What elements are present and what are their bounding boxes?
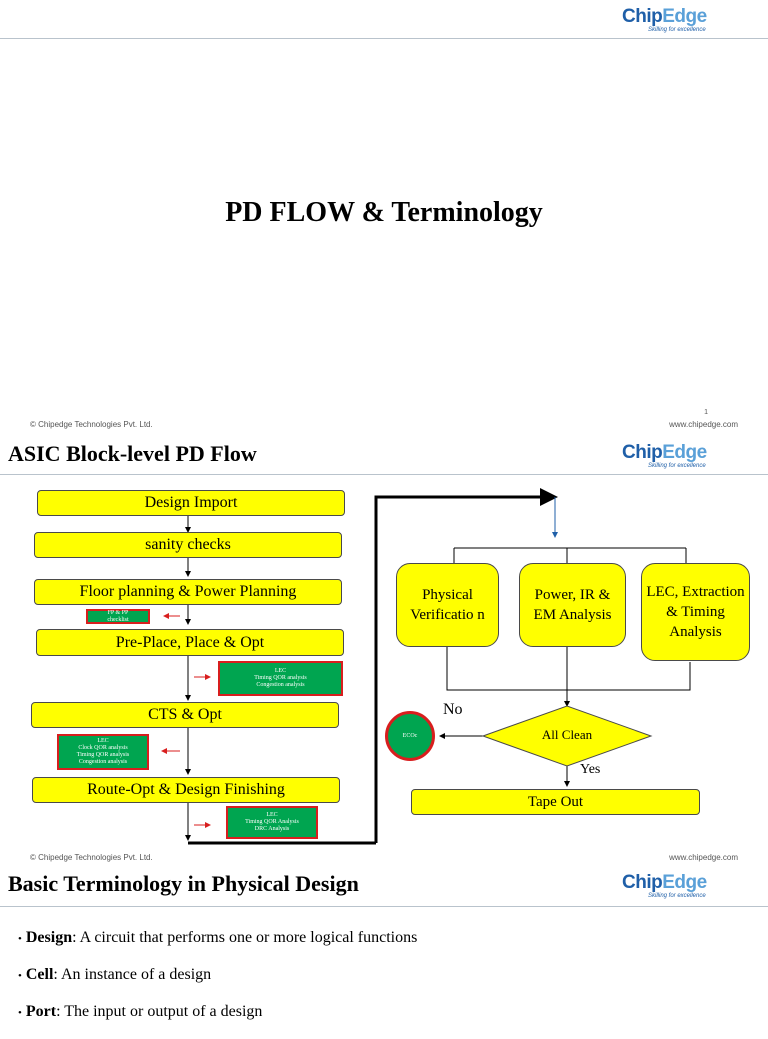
- terminology-list: •Design: A circuit that performs one or …: [18, 928, 758, 1039]
- list-item: •Cell: An instance of a design: [18, 966, 212, 983]
- flow-step-tape-out: Tape Out: [411, 789, 700, 815]
- ecoc-node: ECOc: [385, 711, 435, 761]
- footer: © Chipedge Technologies Pvt. Ltd. www.ch…: [0, 850, 768, 866]
- page-number: 1: [704, 409, 708, 416]
- signoff-power-ir-em: Power, IR & EM Analysis: [519, 563, 626, 647]
- section-title: Basic Terminology in Physical Design: [8, 871, 359, 896]
- yes-label: Yes: [580, 762, 601, 777]
- website-link[interactable]: www.chipedge.com: [669, 420, 738, 429]
- page-title: PD FLOW & Terminology: [225, 197, 543, 228]
- chipedge-logo: ChipEdge Skilling for excellence: [622, 872, 707, 899]
- chipedge-logo: ChipEdge Skilling for excellence: [622, 442, 707, 469]
- chipedge-logo: ChipEdge Skilling for excellence: [622, 6, 707, 33]
- copyright-text: © Chipedge Technologies Pvt. Ltd.: [30, 420, 153, 429]
- decision-diamond: [481, 705, 653, 767]
- section-title: ASIC Block-level PD Flow: [8, 441, 257, 466]
- signoff-lec-extraction-timing: LEC, Extraction & Timing Analysis: [641, 563, 750, 661]
- copyright-text: © Chipedge Technologies Pvt. Ltd.: [30, 853, 153, 862]
- list-item: •Design: A circuit that performs one or …: [18, 929, 418, 946]
- no-label: No: [443, 701, 463, 718]
- decision-label: All Clean: [541, 727, 593, 742]
- website-link[interactable]: www.chipedge.com: [669, 853, 738, 862]
- header-rule: [0, 474, 768, 475]
- header-rule: [0, 906, 768, 907]
- slide-title: ChipEdge Skilling for excellence PD FLOW…: [0, 0, 768, 410]
- flow-step-cts-opt: CTS & Opt: [31, 702, 339, 728]
- signoff-physical-verification: Physical Verificatio n: [396, 563, 499, 647]
- flow-step-route-opt: Route-Opt & Design Finishing: [32, 777, 340, 803]
- footer: 1 © Chipedge Technologies Pvt. Ltd. www.…: [0, 409, 768, 433]
- header-rule: [0, 38, 768, 39]
- flow-step-floor-planning: Floor planning & Power Planning: [34, 579, 342, 605]
- flow-step-sanity-checks: sanity checks: [34, 532, 342, 558]
- flow-step-place-opt: Pre-Place, Place & Opt: [36, 629, 344, 656]
- flow-step-design-import: Design Import: [37, 490, 345, 516]
- list-item: •Port: The input or output of a design: [18, 1003, 263, 1020]
